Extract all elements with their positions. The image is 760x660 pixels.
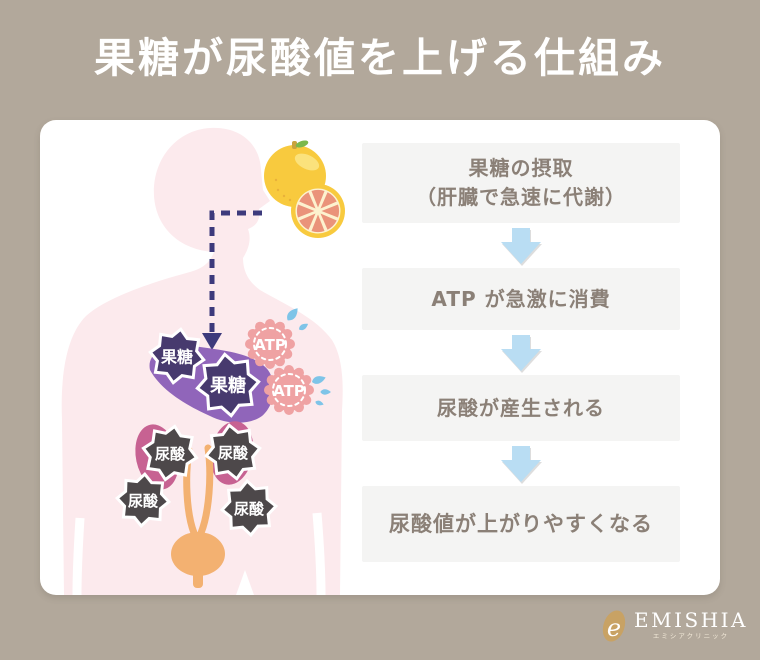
clinic-logo: e EMISHIA エミシアクリニック (599, 604, 748, 646)
flow-step-1-line1: 果糖の摂取 (468, 156, 574, 180)
right-arm-gap (312, 512, 326, 595)
down-arrow-icon (499, 441, 543, 486)
fructose-badge-label: 果糖 (160, 348, 193, 367)
uric-acid-badge-label: 尿酸 (155, 445, 186, 463)
uric-acid-badge: 尿酸 (218, 477, 280, 539)
grapefruit-icon (264, 140, 345, 238)
uric-acid-badge: 尿酸 (137, 420, 203, 486)
body-diagram-illustration: 果糖 果糖 ATP ATP (61, 127, 345, 595)
ingestion-dashed-arrow (202, 210, 262, 350)
fructose-badge: 果糖 (145, 324, 209, 388)
atp-badge: ATP (244, 318, 296, 370)
uric-acid-badge-label: 尿酸 (234, 500, 265, 518)
flow-step-1-line2: （肝臓で急速に代謝） (416, 185, 626, 209)
bladder-shape (171, 532, 225, 588)
emishia-mark-letter: e (607, 614, 621, 642)
flow-step-4-line1: 尿酸値が上がりやすくなる (389, 511, 653, 536)
flow-step-3-line1: 尿酸が産生される (437, 395, 605, 420)
fructose-badge: 果糖 (192, 349, 264, 421)
atp-badge-label: ATP (273, 382, 305, 400)
flow-step-2-line1: ATP が急激に消費 (431, 286, 611, 311)
flow-step-4: 尿酸値が上がりやすくなる (362, 486, 680, 562)
uric-acid-badge: 尿酸 (113, 470, 173, 530)
left-arm-gap (72, 517, 85, 595)
flowchart: 果糖の摂取 （肝臓で急速に代謝） ATP が急激に消費 尿酸が産生される (362, 143, 680, 562)
emishia-leaf-icon: e (602, 610, 626, 642)
leg-gap (236, 570, 254, 595)
content-card: 果糖 果糖 ATP ATP (40, 120, 720, 595)
brand-subtitle: エミシアクリニック (652, 632, 730, 641)
atp-badge-label: ATP (254, 336, 286, 354)
uric-acid-badge: 尿酸 (201, 420, 265, 484)
down-arrow-icon (499, 330, 543, 375)
flow-step-2: ATP が急激に消費 (362, 268, 680, 330)
uric-acid-badge-label: 尿酸 (128, 492, 159, 510)
page-title: 果糖が尿酸値を上げる仕組み (94, 34, 666, 82)
brand-name: EMISHIA (634, 608, 748, 633)
flow-step-3: 尿酸が産生される (362, 375, 680, 441)
atp-badge: ATP (263, 364, 315, 416)
flow-step-1: 果糖の摂取 （肝臓で急速に代謝） (362, 143, 680, 223)
uric-acid-badge-label: 尿酸 (218, 444, 249, 462)
fructose-badge-label: 果糖 (209, 375, 246, 397)
down-arrow-icon (499, 223, 543, 268)
